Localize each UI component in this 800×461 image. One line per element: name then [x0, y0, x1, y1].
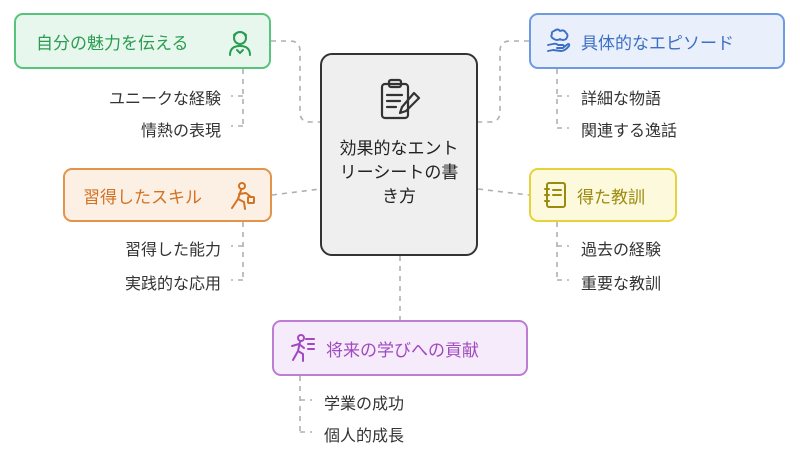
branch-lessons-label: 得た教訓 [577, 187, 645, 208]
skills-item-2: 実践的な応用 [124, 274, 221, 293]
notebook-icon [543, 181, 569, 209]
person-icon [225, 26, 255, 56]
episode-item-1: 詳細な物語 [581, 89, 662, 108]
branch-episode-label: 具体的なエピソード [581, 33, 734, 54]
skills-item-1: 習得した能力 [124, 240, 221, 259]
appeal-item-2: 情熱の表現 [140, 121, 221, 140]
brain-hand-icon [545, 27, 573, 55]
lessons-item-2: 重要な教訓 [581, 274, 662, 293]
central-topic-title: 効果的なエントリーシートの書き方 [339, 139, 459, 207]
branch-skills-label: 習得したスキル [83, 187, 202, 208]
branch-appeal: 自分の魅力を伝える [14, 13, 271, 69]
lessons-item-1: 過去の経験 [581, 240, 662, 259]
running-figure-icon [286, 333, 316, 363]
branch-future-label: 将来の学びへの貢献 [326, 340, 479, 361]
branch-skills: 習得したスキル [63, 168, 272, 222]
person-running-icon [226, 181, 256, 211]
branch-appeal-label: 自分の魅力を伝える [36, 33, 189, 54]
appeal-item-1: ユニークな経験 [108, 89, 221, 108]
branch-episode: 具体的なエピソード [529, 13, 785, 69]
clipboard-pencil-icon [376, 77, 422, 127]
future-item-1: 学業の成功 [324, 394, 405, 413]
branch-lessons: 得た教訓 [529, 168, 677, 222]
branch-future: 将来の学びへの貢献 [272, 320, 528, 376]
episode-item-2: 関連する逸話 [581, 121, 678, 140]
central-topic-box: 効果的なエントリーシートの書き方 [320, 53, 478, 256]
future-item-2: 個人的成長 [324, 426, 405, 445]
